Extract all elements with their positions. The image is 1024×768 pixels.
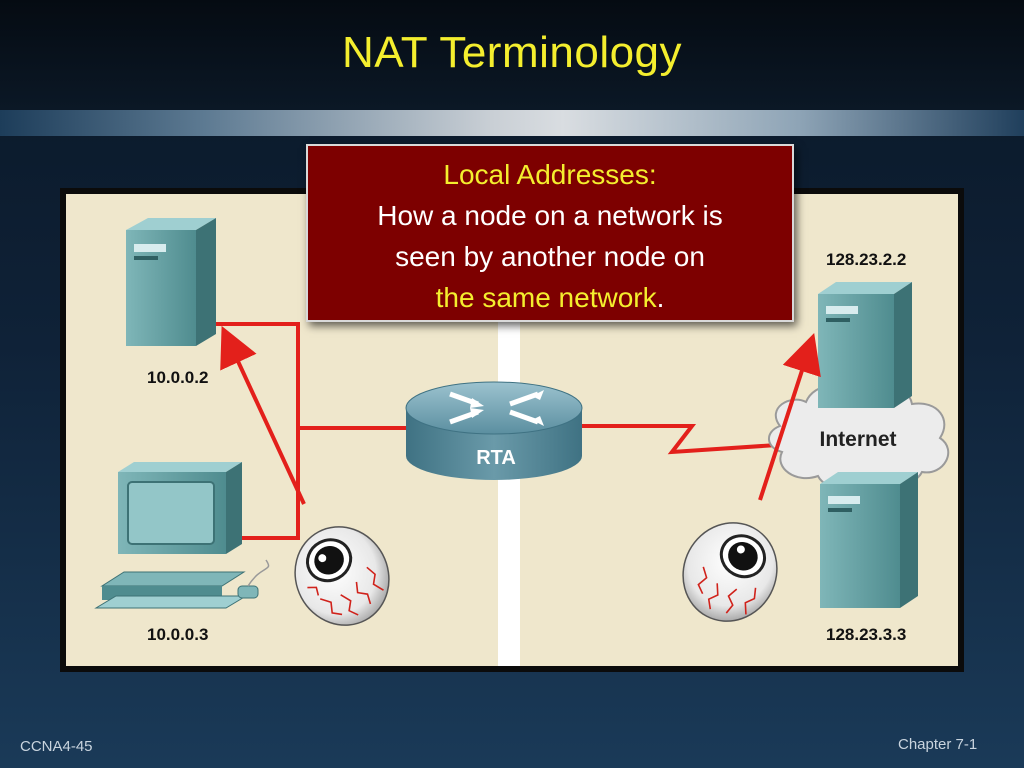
ip-label-server-outside-top: 128.23.2.2 <box>826 250 907 269</box>
slide-title: NAT Terminology <box>341 28 683 77</box>
internet-cloud-icon: Internet <box>768 383 950 491</box>
footer-course-id: CCNA4-45 <box>20 738 93 755</box>
router-label: RTA <box>476 447 516 469</box>
callout-line-1: How a node on a network is <box>377 200 723 231</box>
title-band <box>0 0 1024 110</box>
server-outside-top-icon <box>818 282 912 408</box>
view-arrow-outside <box>758 332 821 501</box>
pc-inside-icon <box>94 462 270 609</box>
view-arrow-inside <box>220 325 306 505</box>
header-divider-bar <box>0 110 1024 136</box>
callout-line-3-end: . <box>656 282 665 313</box>
eye-inside-icon <box>294 526 390 626</box>
eye-outside-icon <box>682 522 778 622</box>
network-diagram: RTA Internet <box>66 194 958 666</box>
callout-heading: Local Addresses: <box>443 159 657 190</box>
callout-line-2: seen by another node on <box>395 241 705 272</box>
inside-links <box>216 322 793 540</box>
footer-chapter: Chapter 7-1 <box>898 736 978 753</box>
view-arrows <box>220 325 821 505</box>
ip-label-server-outside-bottom: 128.23.3.3 <box>826 625 907 644</box>
definition-callout: Local Addresses: How a node on a network… <box>306 144 794 322</box>
router-icon: RTA <box>405 381 583 480</box>
ip-label-server-inside: 10.0.0.2 <box>147 368 209 387</box>
server-inside-icon <box>126 218 216 346</box>
ip-label-pc-inside: 10.0.0.3 <box>147 625 209 644</box>
server-outside-bottom-icon <box>820 472 918 608</box>
callout-line-3-highlight: the same network <box>435 282 657 313</box>
cloud-label: Internet <box>819 428 896 451</box>
